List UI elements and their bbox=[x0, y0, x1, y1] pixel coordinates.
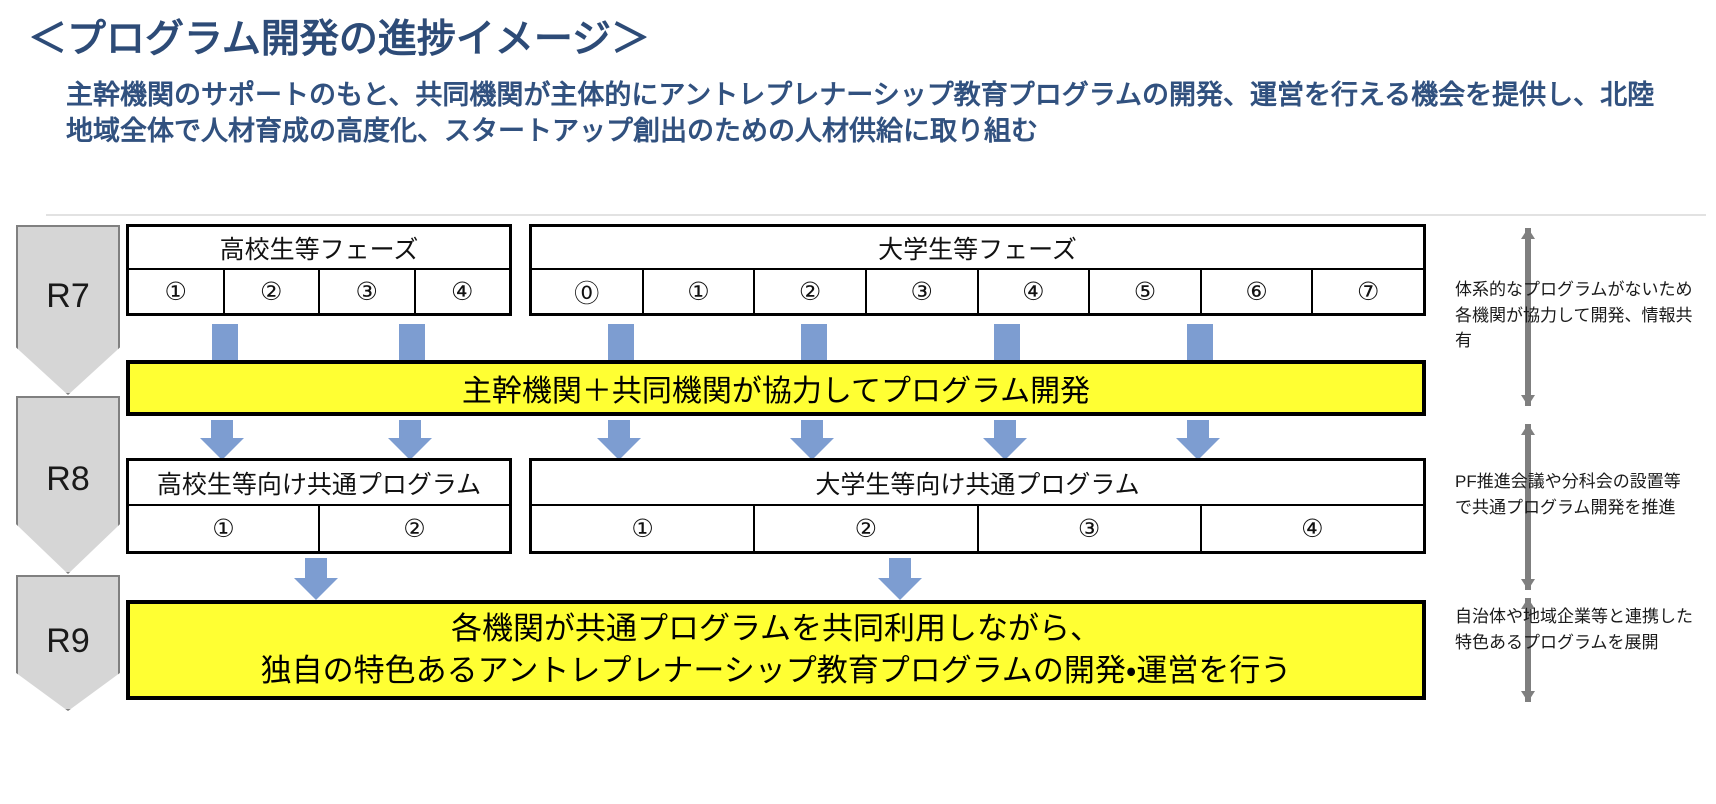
uni-phase-cell: ⑥ bbox=[1202, 270, 1314, 313]
hs-phase-box: 高校生等フェーズ ① ② ③ ④ bbox=[126, 224, 512, 316]
hs-phase-cell: ① bbox=[129, 270, 225, 313]
year-chevron-r7: R7 bbox=[16, 225, 120, 395]
connector-arrow-down bbox=[294, 558, 338, 600]
hs-common-box: 高校生等向け共通プログラム ① ② bbox=[126, 458, 512, 554]
note-r9: 自治体や地域企業等と連携した特色あるプログラムを展開 bbox=[1455, 607, 1693, 652]
connector-stub-up bbox=[1187, 324, 1213, 360]
hs-common-cells: ① ② bbox=[129, 506, 509, 551]
scope-axis-r7 bbox=[1521, 228, 1535, 406]
connector-arrow-down bbox=[1176, 420, 1220, 460]
uni-phase-cell: ③ bbox=[867, 270, 979, 313]
hs-common-title: 高校生等向け共通プログラム bbox=[129, 461, 509, 506]
uni-common-cell: ③ bbox=[979, 506, 1202, 551]
hs-phase-title: 高校生等フェーズ bbox=[129, 227, 509, 270]
hs-common-cell: ② bbox=[403, 514, 426, 543]
scope-axis-r8 bbox=[1521, 424, 1535, 590]
connector-stub-up bbox=[399, 324, 425, 360]
hs-phase-cell: ② bbox=[225, 270, 320, 313]
arrow-down-icon bbox=[1521, 395, 1535, 406]
mid-yellow-bar: 主幹機関＋共同機関が協力してプログラム開発 bbox=[126, 360, 1426, 416]
hs-phase-cells: ① ② ③ ④ bbox=[129, 270, 509, 313]
uni-common-cell: ④ bbox=[1301, 514, 1324, 543]
year-label-r7: R7 bbox=[46, 276, 90, 315]
uni-common-cell: ① bbox=[532, 506, 756, 551]
uni-phase-cell: ⓪ bbox=[532, 270, 644, 313]
arrow-up-icon bbox=[1521, 598, 1535, 609]
arrow-up-icon bbox=[1521, 228, 1535, 239]
page-title: ＜プログラム開発の進捗イメージ＞ bbox=[28, 18, 651, 61]
connector-stub-up bbox=[801, 324, 827, 360]
uni-phase-box: 大学生等フェーズ ⓪ ① ② ③ ④ ⑤ ⑥ ⑦ bbox=[529, 224, 1426, 316]
connector-stub-up bbox=[212, 324, 238, 360]
scope-axis-r9 bbox=[1521, 598, 1535, 702]
hs-phase-cell: ④ bbox=[451, 277, 474, 306]
uni-common-box: 大学生等向け共通プログラム ① ② ③ ④ bbox=[529, 458, 1426, 554]
bottom-yellow-bar-line2: 独自の特色あるアントレプレナーシップ教育プログラムの開発・運営を行う bbox=[260, 653, 1292, 688]
uni-common-title: 大学生等向け共通プログラム bbox=[532, 461, 1423, 506]
note-r8: PF推進会議や分科会の設置等で共通プログラム開発を推進 bbox=[1455, 472, 1681, 517]
connector-arrow-down bbox=[388, 420, 432, 460]
year-label-r9: R9 bbox=[46, 621, 90, 660]
uni-common-cells: ① ② ③ ④ bbox=[532, 506, 1423, 551]
connector-arrow-down bbox=[983, 420, 1027, 460]
year-label-r8: R8 bbox=[46, 459, 90, 498]
connector-arrow-down bbox=[200, 420, 244, 460]
uni-common-cell: ② bbox=[755, 506, 979, 551]
hs-phase-cell: ③ bbox=[320, 270, 416, 313]
arrow-down-icon bbox=[1521, 691, 1535, 702]
uni-phase-cell: ② bbox=[755, 270, 867, 313]
uni-phase-cell: ④ bbox=[979, 270, 1091, 313]
connector-arrow-down bbox=[597, 420, 641, 460]
bottom-yellow-bar-line1: 各機関が共通プログラムを共同利用しながら、 bbox=[450, 611, 1102, 647]
lead-paragraph: 主幹機関のサポートのもと、共同機関が主体的にアントレプレナーシップ教育プログラム… bbox=[66, 80, 1655, 146]
connector-arrow-down bbox=[790, 420, 834, 460]
arrow-up-icon bbox=[1521, 424, 1535, 435]
uni-phase-cell: ① bbox=[644, 270, 756, 313]
arrow-down-icon bbox=[1521, 579, 1535, 590]
header-divider bbox=[46, 214, 1706, 216]
bottom-yellow-bar: 各機関が共通プログラムを共同利用しながら、 独自の特色あるアントレプレナーシップ… bbox=[126, 600, 1426, 700]
connector-stub-up bbox=[994, 324, 1020, 360]
connector-stub-up bbox=[608, 324, 634, 360]
hs-common-cell: ① bbox=[129, 506, 320, 551]
uni-phase-cell: ⑤ bbox=[1090, 270, 1202, 313]
uni-phase-cell: ⑦ bbox=[1356, 277, 1380, 306]
connector-arrow-down bbox=[878, 558, 922, 600]
uni-phase-cells: ⓪ ① ② ③ ④ ⑤ ⑥ ⑦ bbox=[532, 270, 1423, 313]
year-chevron-r8: R8 bbox=[16, 396, 120, 574]
uni-phase-title: 大学生等フェーズ bbox=[532, 227, 1423, 270]
year-chevron-r9: R9 bbox=[16, 575, 120, 711]
note-r7: 体系的なプログラムがないため各機関が協力して開発、情報共有 bbox=[1455, 280, 1693, 350]
mid-yellow-bar-label: 主幹機関＋共同機関が協力してプログラム開発 bbox=[461, 375, 1091, 408]
